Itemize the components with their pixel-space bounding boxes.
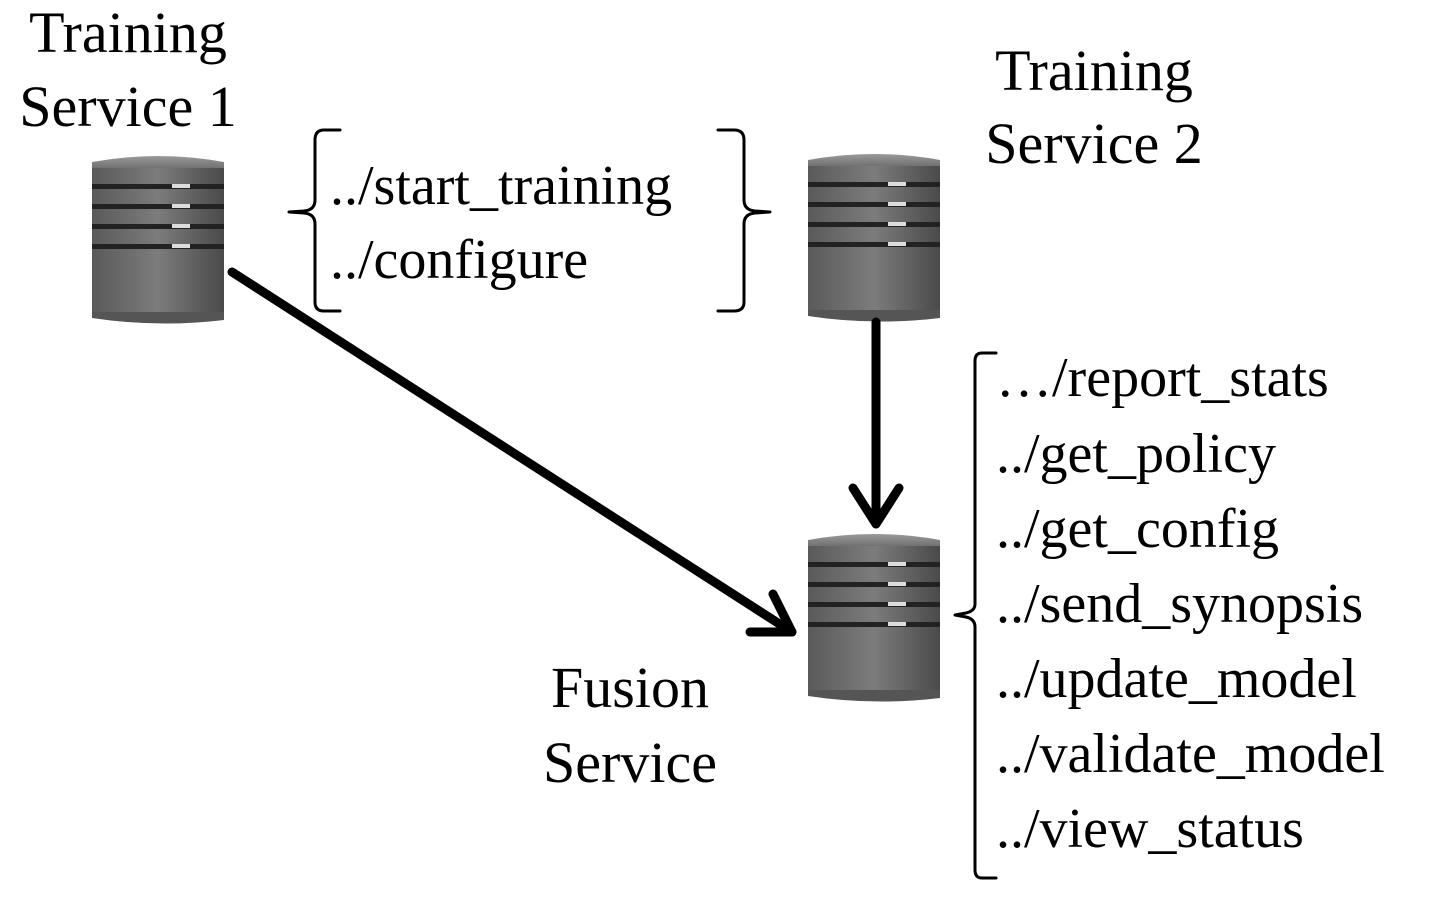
training-service-2-server-icon <box>808 154 940 322</box>
training-service-1-server-icon <box>92 156 224 324</box>
arrow-training2-to-fusion-icon <box>848 317 904 529</box>
fusion-service-server-icon <box>808 534 940 702</box>
training-service-1-label-line1: Training <box>29 0 227 65</box>
endpoint-get-policy: ../get_policy <box>996 423 1276 485</box>
training-endpoints-right-brace <box>716 128 772 313</box>
endpoint-send-synopsis: ../send_synopsis <box>996 573 1363 635</box>
endpoint-view-status: ../view_status <box>996 798 1304 860</box>
training-endpoints-left-brace <box>287 128 342 313</box>
training-service-1-label-line2: Service 1 <box>19 74 236 139</box>
endpoint-report-stats: …/report_stats <box>996 347 1329 409</box>
fusion-endpoints-bracket <box>953 351 998 880</box>
endpoint-validate-model: ../validate_model <box>996 723 1385 785</box>
endpoint-configure: ../configure <box>330 229 588 291</box>
fusion-service-label-line1: Fusion <box>551 655 709 720</box>
training-service-2-label-line2: Service 2 <box>985 111 1202 176</box>
endpoint-start-training: ../start_training <box>330 155 672 217</box>
endpoint-update-model: ../update_model <box>996 648 1357 710</box>
arrow-training1-to-fusion-icon <box>227 267 797 637</box>
endpoint-get-config: ../get_config <box>996 498 1279 560</box>
fusion-service-label-line2: Service <box>543 730 717 795</box>
training-service-2-label-line1: Training <box>995 38 1193 103</box>
